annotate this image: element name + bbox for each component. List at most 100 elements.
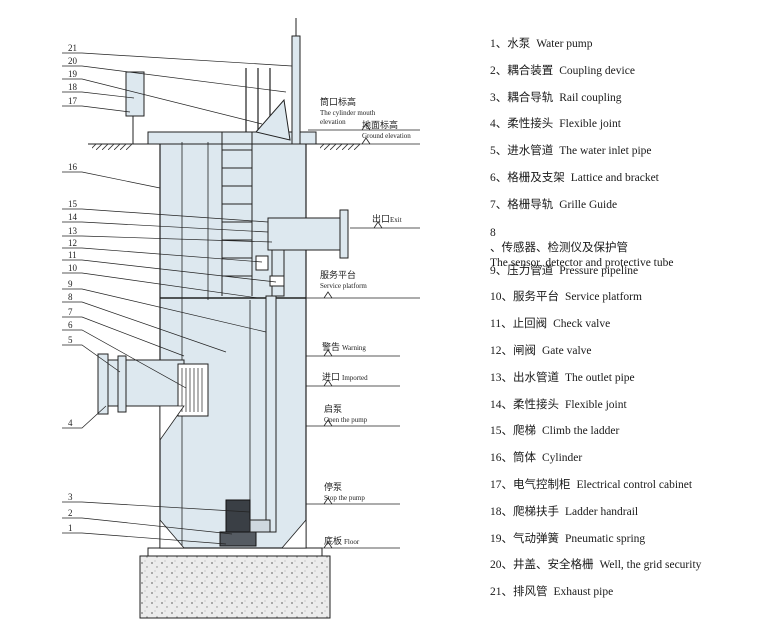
legend-en: The water inlet pipe: [559, 145, 652, 158]
legend-zh: 、出水管道: [501, 369, 560, 384]
legend-zh: 、爬梯: [501, 423, 537, 438]
callout-leader: [62, 65, 287, 93]
legend-zh: 、格栅导轨: [495, 196, 554, 211]
legend-item: 10、服务平台 Service platform: [490, 289, 760, 316]
legend-en: Grille Guide: [559, 198, 618, 211]
imported-zh: 进口: [322, 372, 340, 382]
callout-leader: [62, 171, 161, 189]
legend-number: 6: [490, 171, 496, 184]
legend-en: The outlet pipe: [565, 371, 635, 384]
cylinder-mouth-en2: elevation: [320, 118, 346, 126]
legend-en: Service platform: [565, 291, 642, 304]
legend-zh: 、服务平台: [501, 289, 560, 304]
legend-en: Pneumatic spring: [565, 532, 646, 545]
floor-zh: 底板: [324, 535, 342, 546]
legend-zh: 、气动弹簧: [501, 530, 560, 545]
callout-leader: [62, 91, 135, 99]
callout-number: 3: [68, 492, 73, 502]
callout-leader: [62, 272, 259, 299]
legend-number: 20: [490, 559, 502, 572]
callout-number: 4: [68, 418, 73, 428]
legend-number: 10: [490, 291, 502, 304]
inlet-pipe: [103, 359, 185, 407]
legend-zh: 、压力管道: [495, 262, 554, 277]
outlet-pipe: [267, 217, 345, 251]
legend-zh: 、筒体: [501, 450, 537, 465]
callout-number: 13: [68, 226, 78, 236]
legend-number: 9: [490, 264, 496, 277]
legend-number: 13: [490, 371, 502, 384]
legend-number: 1: [490, 38, 496, 50]
legend-en: Flexible joint: [565, 398, 627, 411]
platform-zh: 服务平台: [320, 269, 356, 280]
exit-zh: 出口: [372, 213, 390, 224]
legend-number: 11: [490, 318, 502, 331]
pressure-pipeline: [265, 295, 277, 533]
pump-station-diagram: 筒口标高 The cylinder mouth elevation 地面标高 G…: [62, 18, 420, 619]
legend-number: 4: [490, 118, 496, 131]
legend-number: 21: [490, 586, 502, 599]
callout-leader: [62, 316, 185, 357]
callout-number: 5: [68, 335, 73, 345]
legend-zh: 、排风管: [501, 584, 548, 599]
level-markers: [306, 123, 420, 549]
callout-leader: [62, 221, 269, 233]
callout-number: 2: [68, 508, 73, 518]
legend-zh: 、电气控制柜: [501, 476, 571, 491]
legend-en: Well, the grid security: [599, 559, 702, 572]
legend-zh: 、水泵: [495, 36, 531, 50]
control-cabinet: [125, 71, 145, 117]
warning-en: Warning: [342, 344, 366, 352]
legend-number: 3: [490, 91, 496, 104]
legend-number: 19: [490, 532, 502, 545]
callout-leader: [62, 517, 233, 535]
legend-number: 2: [490, 64, 496, 77]
callout-number: 8: [68, 292, 73, 302]
legend-zh: 、柔性接头: [495, 116, 554, 131]
callout-number: 21: [68, 43, 77, 53]
legend-zh: 、耦合装置: [495, 62, 554, 77]
callout-leader: [62, 288, 267, 333]
legend-number: 16: [490, 452, 502, 465]
gate-valve: [255, 255, 269, 271]
water-pump: [219, 499, 271, 547]
legend-en: Climb the ladder: [542, 425, 620, 438]
callout-number: 10: [68, 263, 78, 273]
ground-en: Ground elevation: [362, 132, 411, 140]
legend-en: Lattice and bracket: [570, 171, 659, 184]
legend-item: 13、出水管道 The outlet pipe: [490, 370, 760, 397]
cylinder-mouth-zh: 筒口标高: [320, 96, 356, 107]
callout-number: 6: [68, 320, 73, 330]
concrete-base: [139, 555, 331, 619]
legend-item: 19、气动弹簧 Pneumatic spring: [490, 531, 760, 558]
open-zh: 启泵: [324, 403, 342, 414]
legend-zh: 、止回阀: [501, 316, 548, 331]
callout-number: 1: [68, 523, 73, 533]
open-en: Open the pump: [324, 416, 368, 424]
legend-zh: 、传感器、检测仪及保护管: [490, 239, 628, 254]
legend-en: Electrical control cabinet: [576, 478, 693, 491]
callout-number: 7: [68, 307, 73, 317]
callout-number: 17: [68, 96, 78, 106]
callout-leader: [62, 329, 187, 389]
callout-leader: [62, 247, 263, 263]
callout-number: 11: [68, 250, 77, 260]
callout-leader: [62, 208, 269, 223]
warning-zh: 警告: [322, 341, 340, 352]
callout-number: 14: [68, 212, 78, 222]
cylinder: [159, 141, 307, 549]
